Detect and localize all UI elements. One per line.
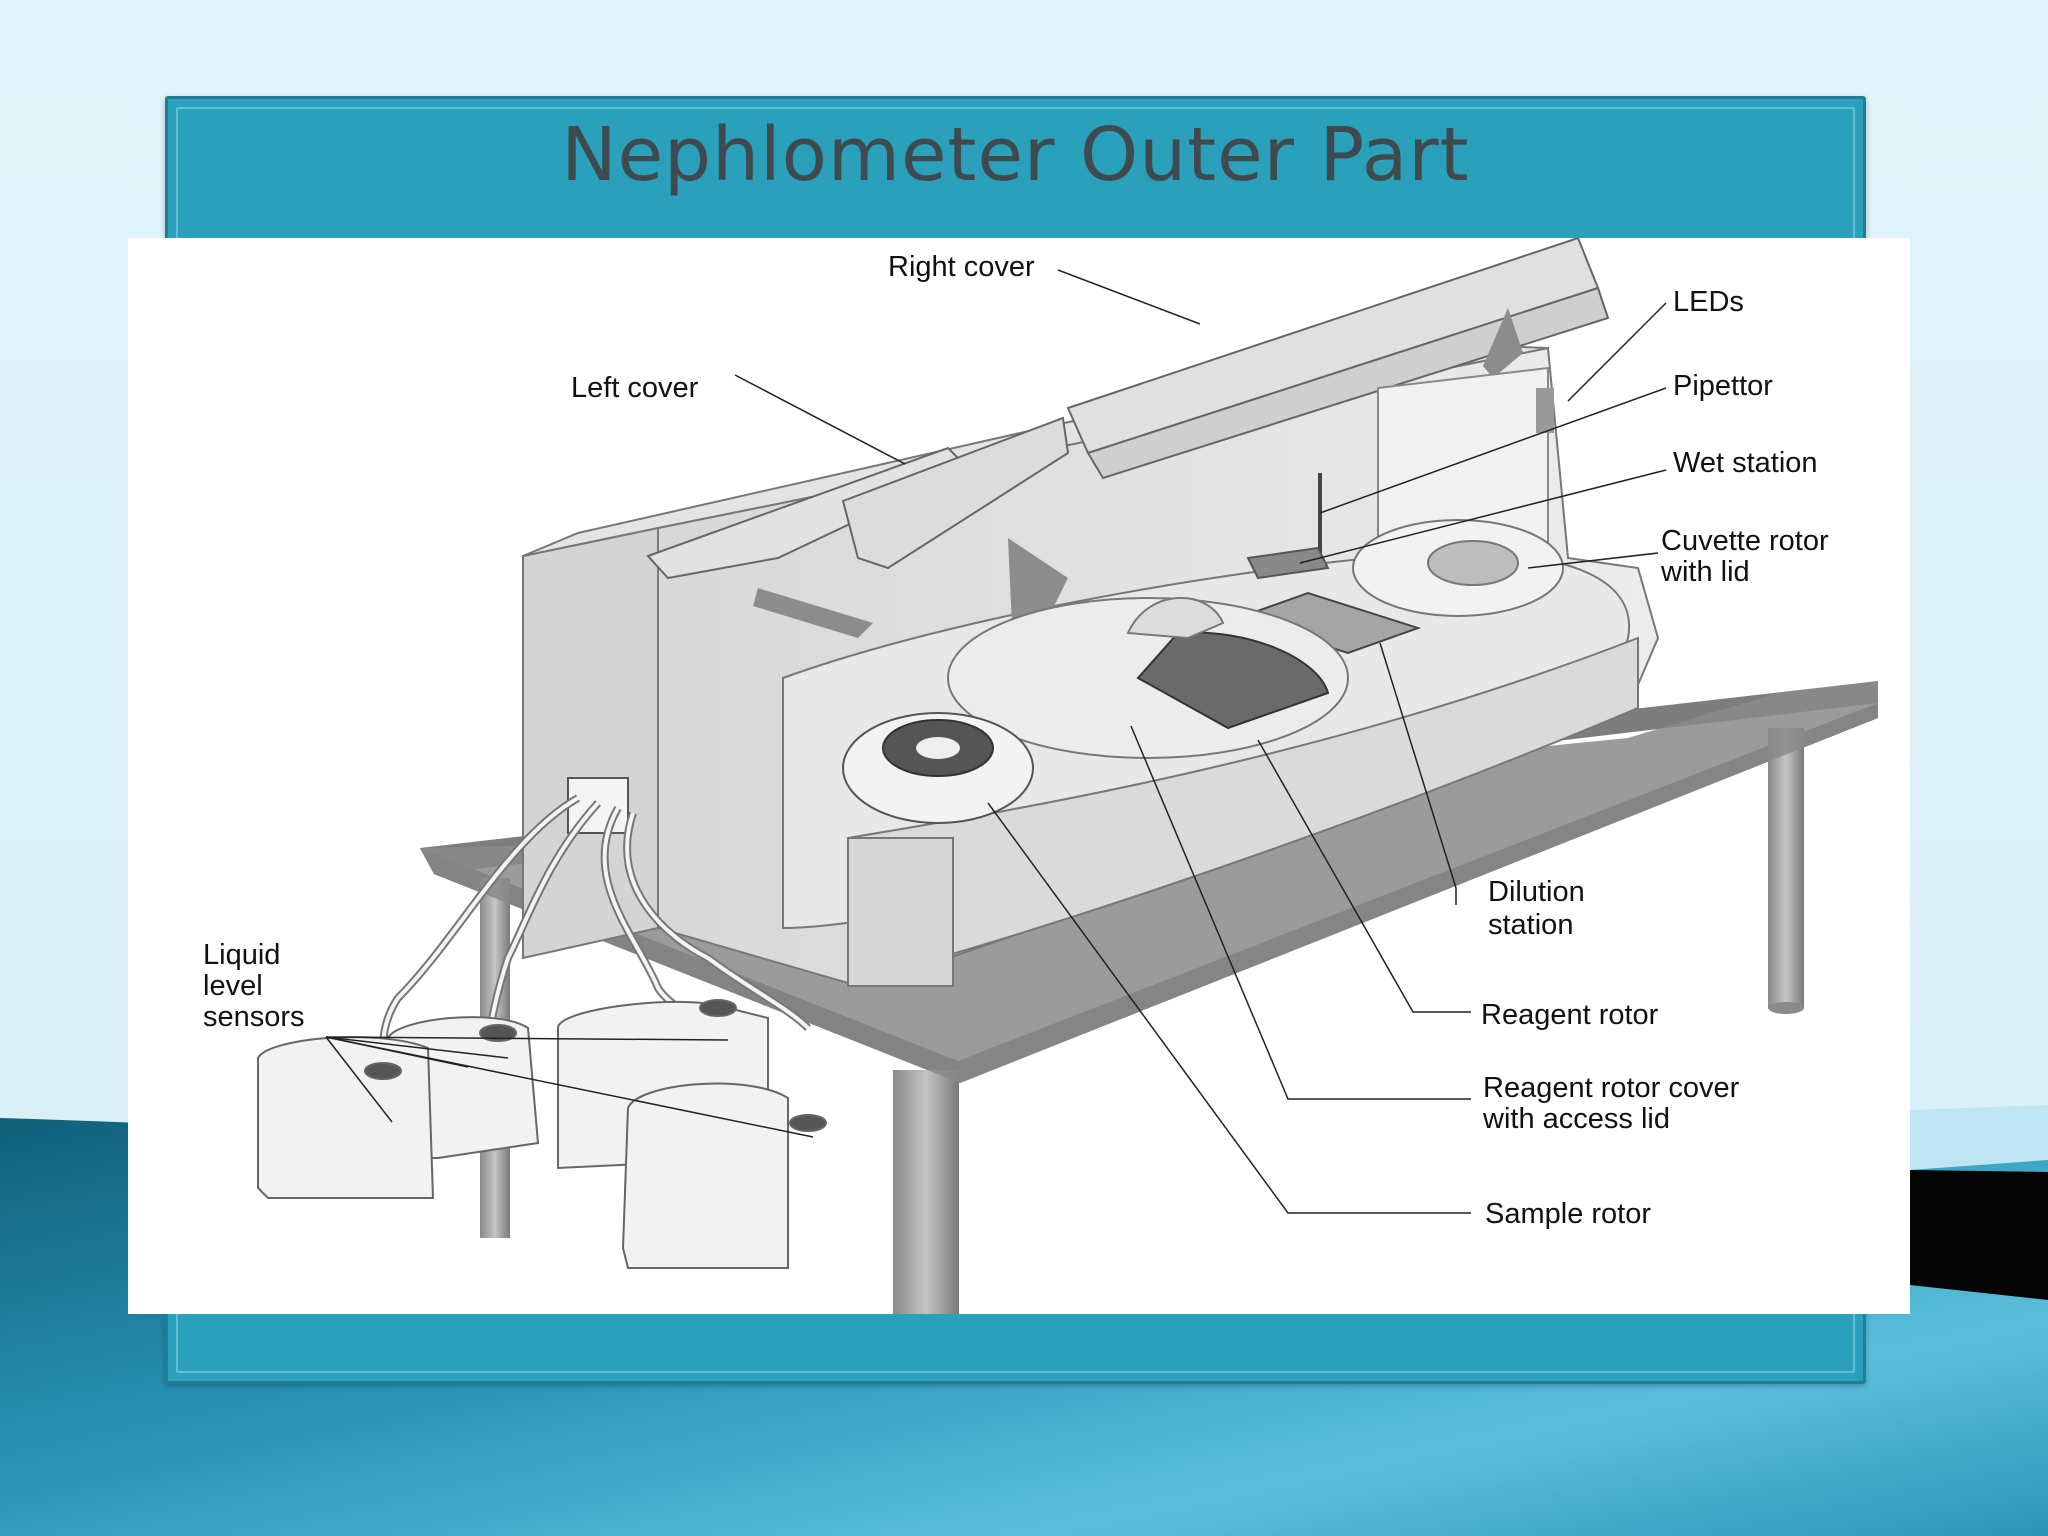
label-sample-rotor: Sample rotor [1485, 1198, 1651, 1230]
label-right-cover: Right cover [888, 251, 1035, 283]
label-liquid-level-line2: level [203, 970, 263, 1002]
slide-title: Nephlometer Outer Part [561, 112, 1470, 198]
label-cuvette-rotor-line1: Cuvette rotor [1661, 525, 1829, 557]
liquid-containers [257, 999, 827, 1269]
label-leds: LEDs [1673, 286, 1744, 318]
label-dilution-station-line1: Dilution [1488, 876, 1585, 908]
leader-lines [325, 269, 1667, 1214]
label-left-cover: Left cover [571, 372, 699, 404]
label-pipettor: Pipettor [1673, 370, 1773, 402]
instrument-body [522, 238, 1660, 987]
label-cuvette-rotor-line2: with lid [1660, 556, 1750, 588]
label-liquid-level-line1: Liquid [203, 939, 280, 971]
label-dilution-station-line2: station [1488, 909, 1573, 941]
label-reagent-rotor-cover-line1: Reagent rotor cover [1483, 1072, 1740, 1104]
label-reagent-rotor-cover-line2: with access lid [1482, 1103, 1670, 1135]
nephelometer-illustration: Right cover Left cover LEDs Pipettor Wet… [203, 238, 1878, 1314]
label-liquid-level-line3: sensors [203, 1001, 305, 1033]
label-reagent-rotor: Reagent rotor [1481, 999, 1659, 1031]
diagram-labels: Right cover Left cover LEDs Pipettor Wet… [203, 251, 1829, 1230]
nephelometer-diagram: Right cover Left cover LEDs Pipettor Wet… [128, 238, 1910, 1314]
label-wet-station: Wet station [1673, 447, 1818, 479]
